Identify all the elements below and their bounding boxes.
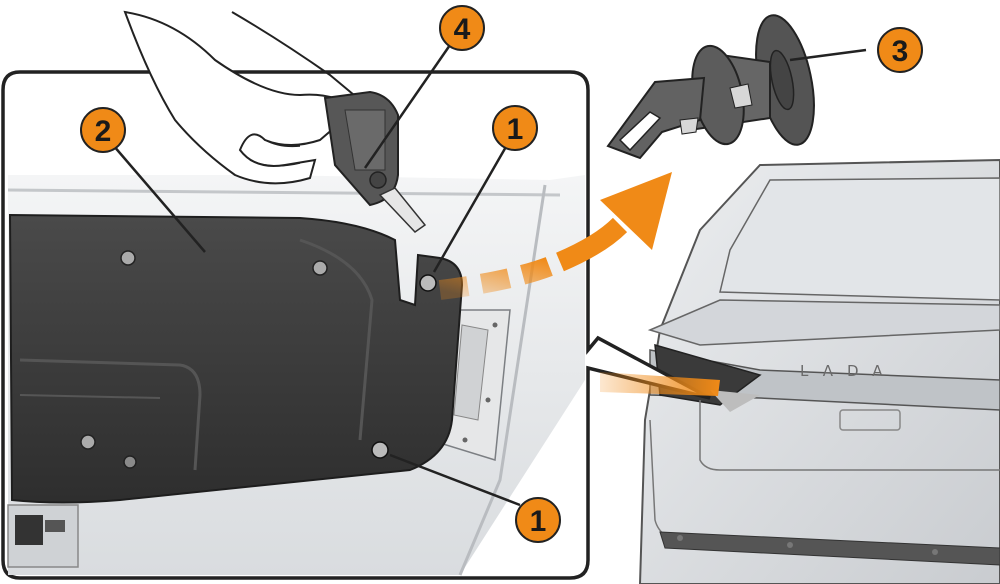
car-rear-icon: LADA [638,158,1000,584]
removal-arrow-icon [438,172,672,300]
callout-1-bottom: 1 [515,497,561,543]
callout-1-bottom-label: 1 [530,505,547,538]
callout-2: 2 [80,107,126,153]
callout-4-label: 4 [454,13,471,46]
plastic-clip-icon [606,14,815,160]
callout-2-label: 2 [95,115,112,148]
pointer-arrow-icon [600,372,720,396]
car-badge-text: LADA [800,362,897,380]
latch-detail [7,504,79,568]
hand-with-key-icon [123,10,427,233]
callout-1-top: 1 [492,105,538,151]
callout-3: 3 [877,27,923,73]
callout-3-label: 3 [892,35,909,68]
callout-1-top-label: 1 [507,113,524,146]
leader-lines [112,44,867,507]
trim-panel [8,213,464,504]
callout-4: 4 [439,5,485,51]
